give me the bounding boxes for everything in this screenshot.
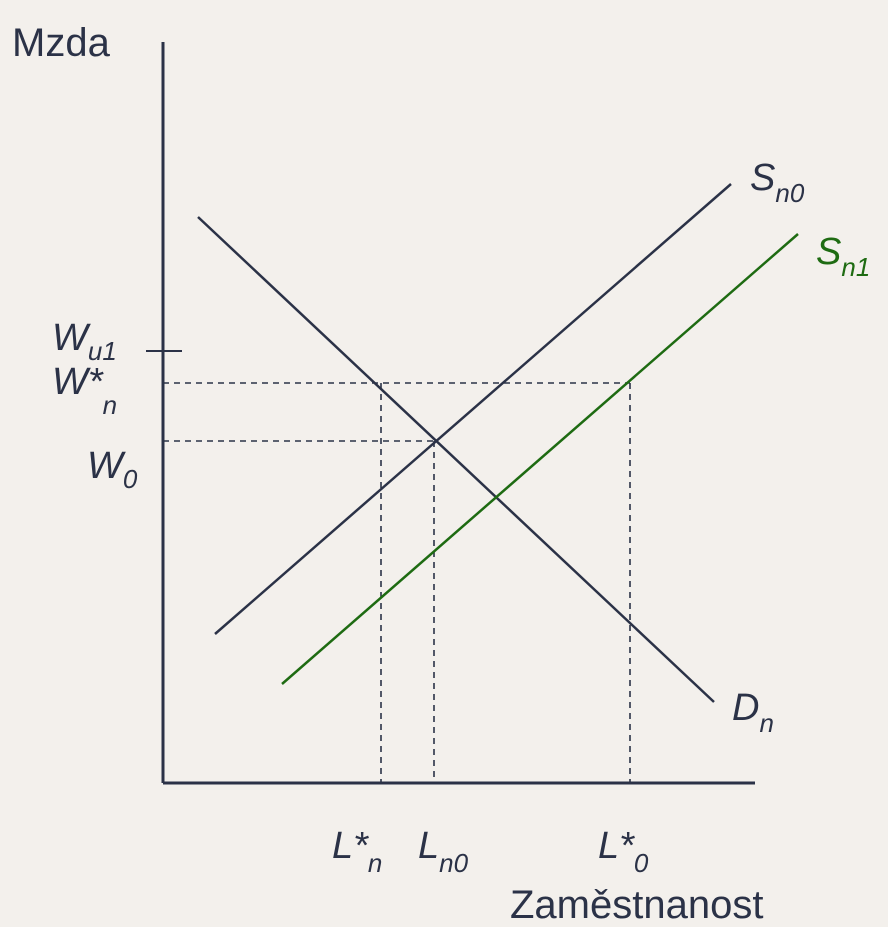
label-wu1: Wu1: [52, 317, 117, 366]
guide-lines: [163, 382, 631, 783]
label-lstar-0: L*0: [598, 825, 649, 878]
label-ln0: Ln0: [418, 825, 469, 878]
label-demand: Dn: [732, 687, 774, 738]
label-lstar-n: L*n: [332, 825, 382, 878]
y-axis-title: Mzda: [12, 21, 111, 65]
supply-curve-n0: [214, 183, 732, 635]
demand-curve: [197, 216, 715, 703]
supply-curve-n1: [281, 233, 799, 685]
label-supply-n0: Sn0: [750, 157, 805, 208]
label-supply-n1: Sn1: [816, 231, 870, 282]
label-w0: W0: [87, 445, 138, 494]
label-wstar-n: W*n: [52, 361, 117, 420]
x-axis-title: Zaměstnanost: [510, 883, 763, 922]
